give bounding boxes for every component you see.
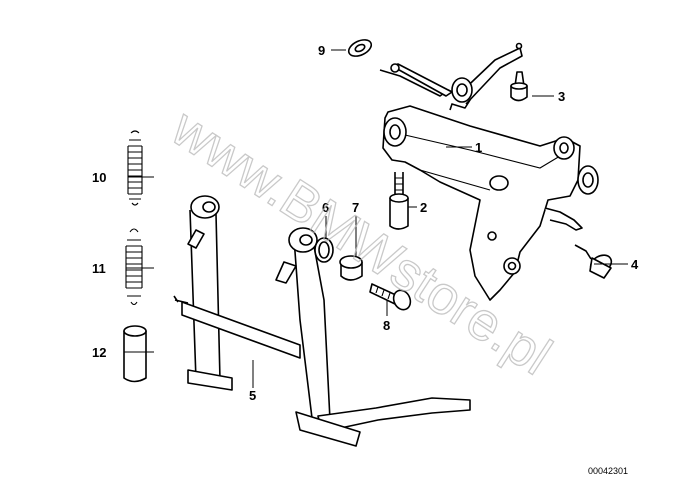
- callout-3: 3: [558, 89, 565, 104]
- callout-7: 7: [352, 200, 359, 215]
- diagram-code: 00042301: [588, 466, 628, 476]
- part-9-washer: [347, 39, 373, 57]
- callout-2: 2: [420, 200, 427, 215]
- callout-10: 10: [92, 170, 106, 185]
- callout-8: 8: [383, 318, 390, 333]
- part-10-spring: [127, 130, 143, 206]
- part-12-sleeve: [123, 325, 147, 383]
- callout-labels: 9 3 1 2 4 10 11 12 6 7 8 5: [92, 43, 639, 403]
- callout-4: 4: [631, 257, 639, 272]
- callout-6: 6: [322, 200, 329, 215]
- callout-9: 9: [318, 43, 325, 58]
- callout-1: 1: [475, 140, 482, 155]
- part-2-bolt: [389, 172, 409, 230]
- part-11-spring: [125, 228, 143, 306]
- part-4-knob: [574, 244, 613, 279]
- leader-lines: [124, 49, 628, 388]
- callout-12: 12: [92, 345, 106, 360]
- part-6-ring: [314, 237, 334, 263]
- callout-11: 11: [92, 261, 106, 276]
- part-3-buffer: [510, 71, 528, 102]
- part-8-bolt: [369, 283, 412, 311]
- part-5-center-stand: [173, 195, 471, 447]
- part-7-bushing: [339, 255, 363, 281]
- part-1-bracket: [379, 42, 599, 301]
- callout-5: 5: [249, 388, 256, 403]
